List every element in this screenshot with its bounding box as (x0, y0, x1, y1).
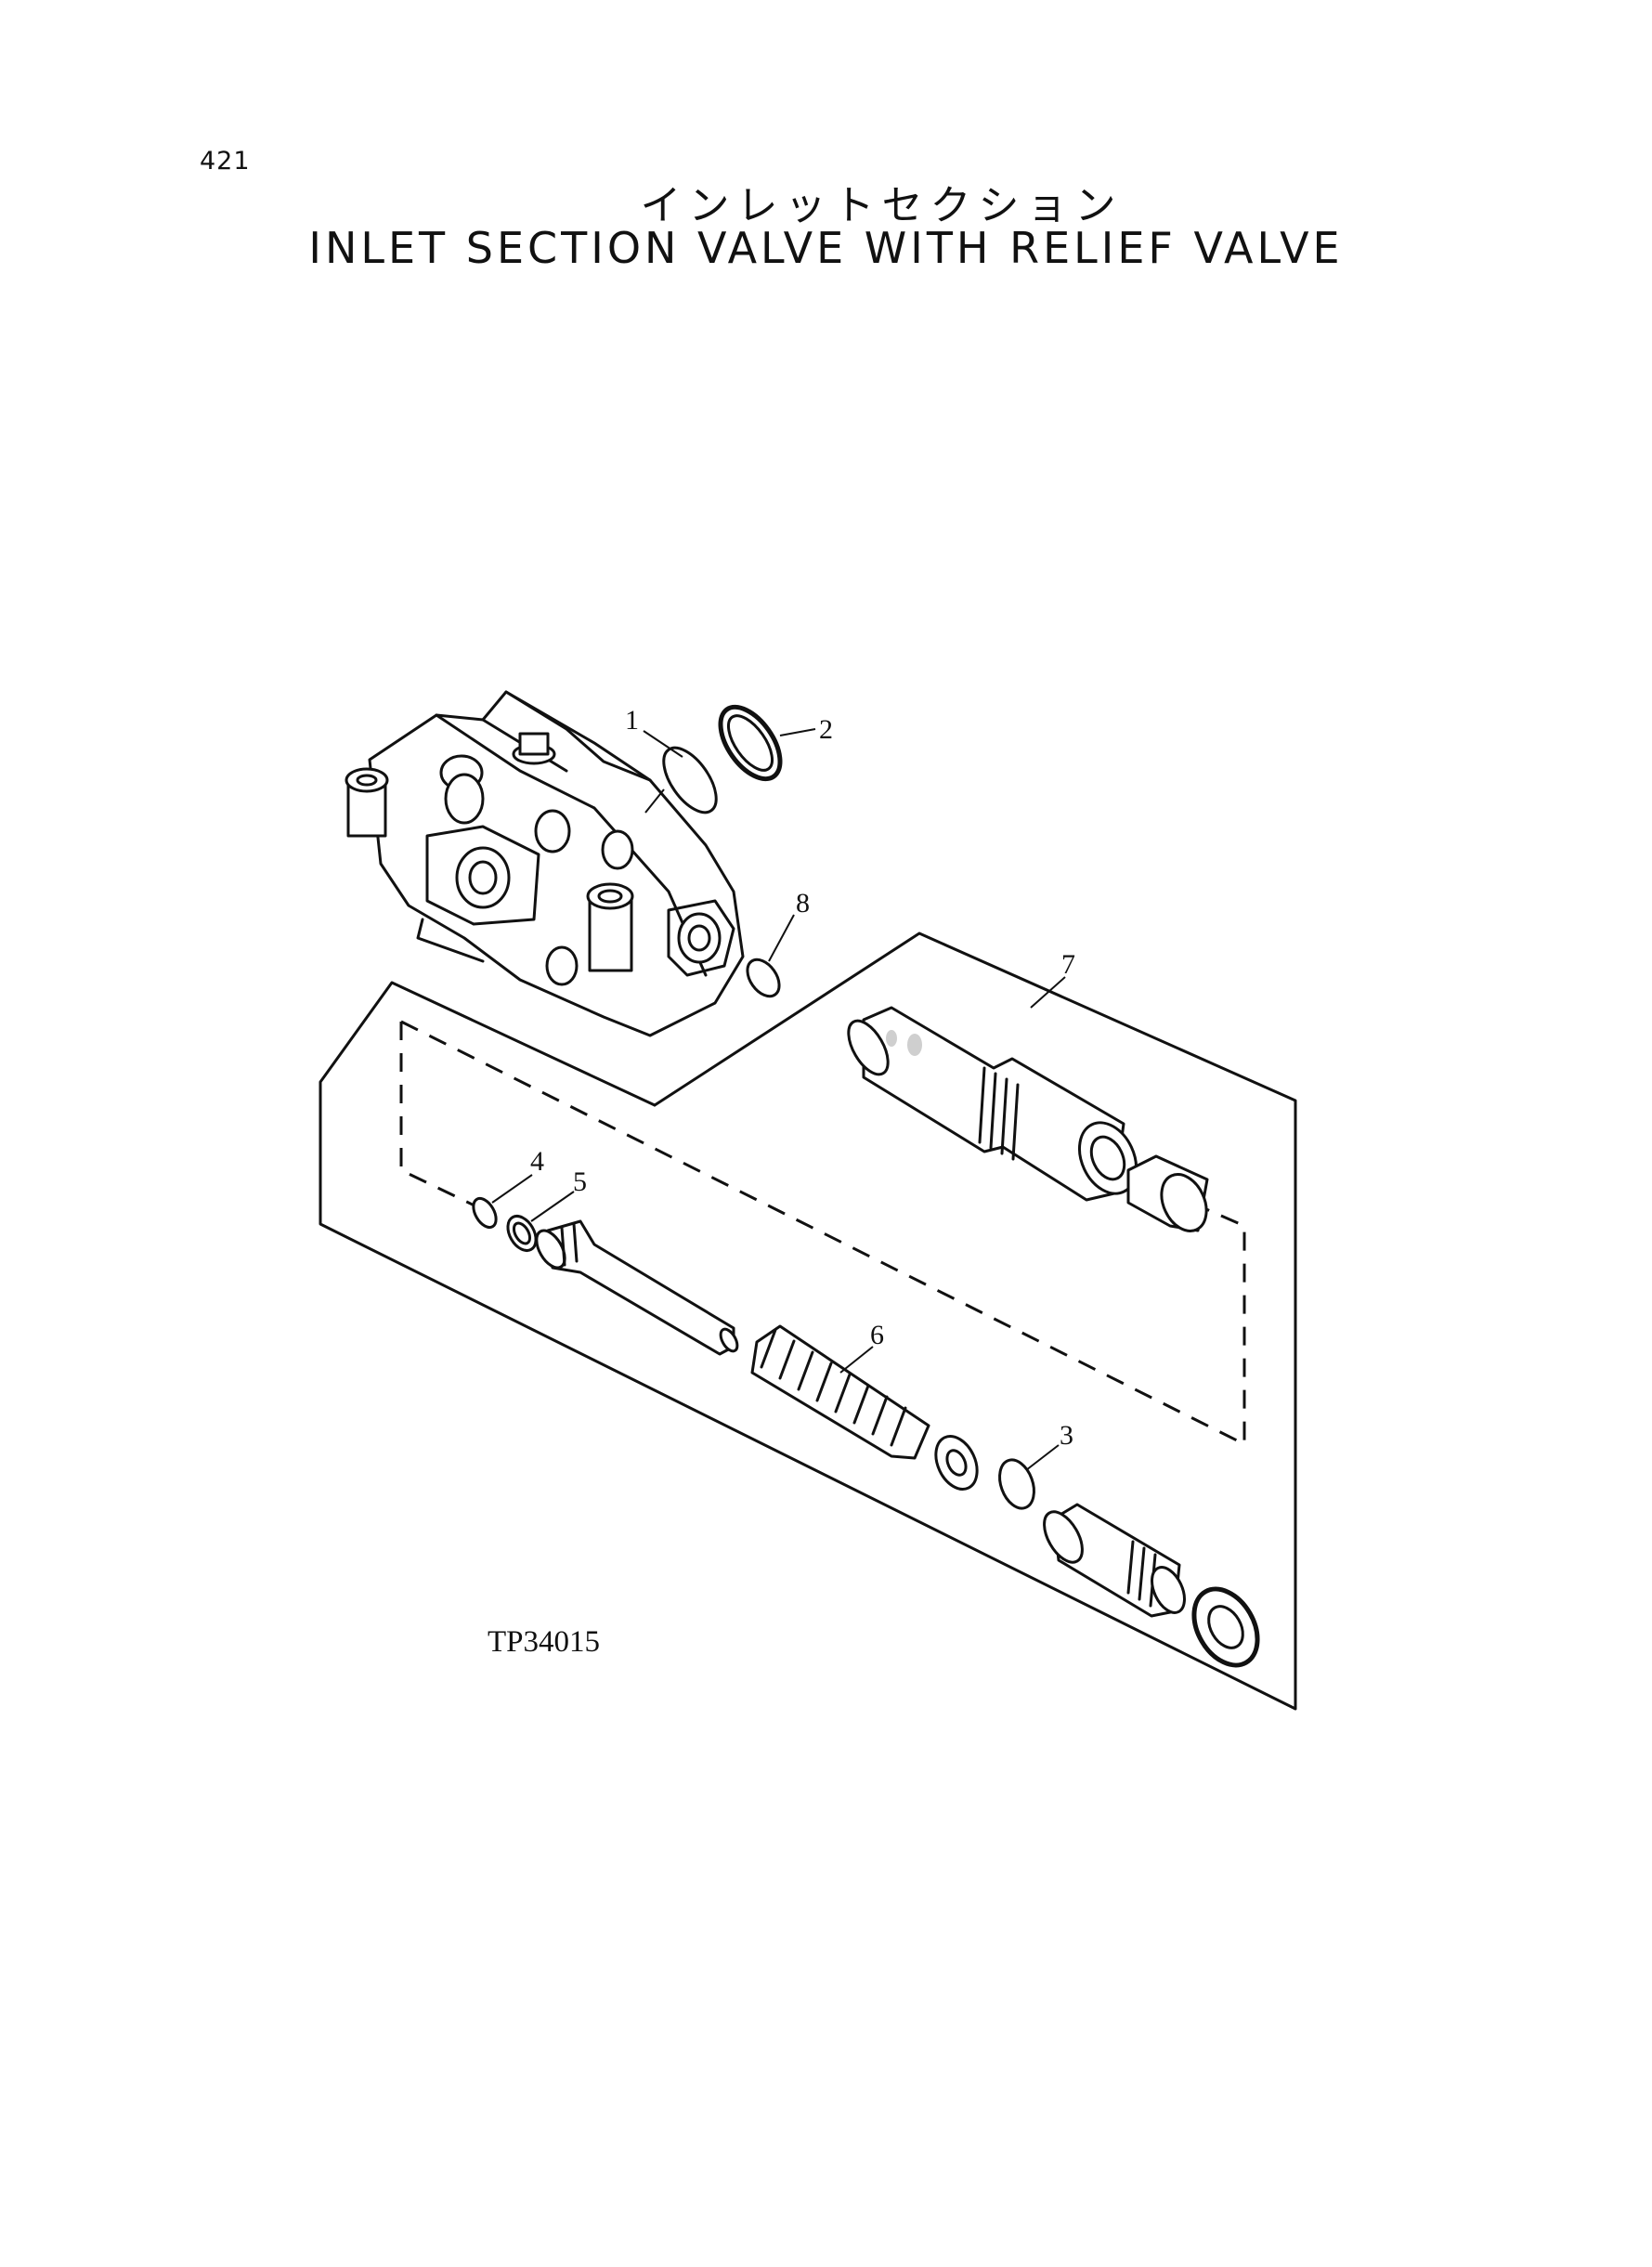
callout-6: 6 (870, 1320, 884, 1350)
callout-3: 3 (1060, 1420, 1073, 1451)
part-7-relief-cartridge (847, 1006, 1138, 1202)
title-english: INLET SECTION VALVE WITH RELIEF VALVE (308, 223, 1344, 273)
assembly-outline (319, 932, 1297, 1711)
valve-body-illustration (345, 690, 745, 1037)
washer-illustration (934, 1435, 979, 1491)
part-5-backup-ring (506, 1215, 538, 1252)
adjusting-screw-illustration (1043, 1503, 1186, 1618)
callout-1: 1 (625, 705, 639, 736)
callout-2: 2 (819, 714, 833, 745)
poppet-stem-illustration (535, 1219, 739, 1356)
callout-4: 4 (530, 1146, 544, 1177)
part-4-o-ring (472, 1196, 498, 1230)
part-6-spring (750, 1324, 930, 1460)
leader-lines (491, 728, 1066, 1471)
sleeve-illustration (1126, 1154, 1209, 1232)
part-1-o-ring (644, 746, 718, 814)
part-8-o-ring (746, 958, 781, 998)
part-2-backup-ring (718, 704, 783, 782)
callout-7: 7 (1061, 949, 1075, 980)
page-number: 421 (200, 147, 251, 176)
callout-5: 5 (573, 1166, 587, 1197)
lock-nut-illustration (1191, 1586, 1260, 1668)
assembly-dashed-path (399, 1020, 1246, 1447)
callout-8: 8 (796, 888, 810, 919)
title-japanese: インレットセクション (640, 182, 1124, 229)
diagram-code: TP34015 (488, 1625, 600, 1659)
part-3-o-ring (998, 1458, 1035, 1510)
